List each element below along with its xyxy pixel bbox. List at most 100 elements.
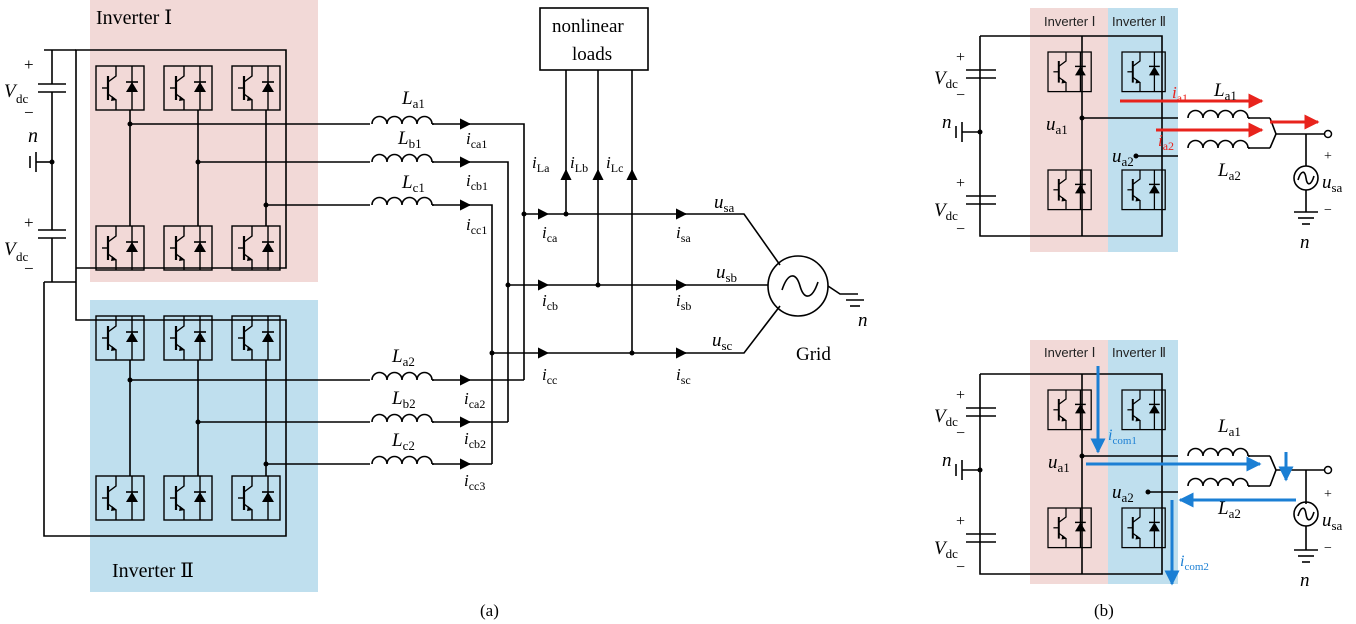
phase-current-label: icc	[542, 365, 557, 387]
inv1-header: Inverter Ⅰ	[1044, 345, 1096, 360]
plus-sign: +	[956, 175, 965, 192]
vdc-label: Vdc	[934, 538, 958, 561]
minus-sign: −	[1324, 203, 1332, 218]
minus-sign: −	[24, 103, 34, 122]
inverter1-label: Inverter Ⅰ	[96, 7, 172, 29]
output-wiring	[432, 7, 864, 470]
minus-sign: −	[956, 559, 965, 576]
current-label: ica1	[466, 129, 487, 151]
grid-label: Grid	[796, 344, 831, 365]
La1-label: La1	[1217, 416, 1241, 439]
panel-b-labels: +Vdc−n+−Vdcusa+−n+Vdc−n+−Vdcusa+−nua1ua2…	[934, 49, 1343, 591]
inductor-coil	[371, 115, 433, 125]
inductor-coil	[371, 455, 433, 465]
load-current-label: iLb	[570, 153, 588, 175]
source-current-label: isb	[676, 291, 691, 313]
component-labels: La1Lb1Lc1La2Lb2Lc2ica1icb1icc1ica2icb2ic…	[391, 88, 737, 493]
inv2-header: Inverter Ⅱ	[1112, 345, 1166, 360]
vdc-symbol: V	[4, 81, 18, 102]
vdc-subscript: dc	[16, 91, 29, 106]
inductor-coil	[371, 196, 433, 206]
inductor-label: Lb2	[391, 388, 416, 411]
minus-sign: −	[1324, 541, 1332, 556]
plus-sign: +	[24, 55, 34, 74]
ua2-label: ua2	[1112, 482, 1134, 505]
La2-label: La2	[1217, 160, 1241, 183]
panel-b: Inverter Ⅰ Inverter Ⅱ	[934, 8, 1343, 620]
source-current-label: isc	[676, 365, 691, 387]
igbt-switch	[231, 475, 281, 521]
ground-n-label: n	[1300, 570, 1310, 591]
ground-n-label: n	[1300, 232, 1310, 253]
neutral-n-label: n	[942, 450, 952, 471]
igbt-switch	[163, 315, 213, 361]
plus-sign: +	[24, 213, 34, 232]
minus-sign: −	[956, 425, 965, 442]
igbt-switch	[95, 65, 145, 111]
igbt-switch	[95, 475, 145, 521]
igbt-switch	[1047, 507, 1092, 549]
igbt-switch	[231, 315, 281, 361]
nonlinear-loads-line2: loads	[572, 44, 612, 65]
neutral-n-label: n	[28, 125, 38, 147]
igbt-switch	[163, 65, 213, 111]
ia2-label: ia2	[1158, 131, 1174, 153]
grid-voltage-label: usc	[712, 330, 733, 353]
usa-label: usa	[1322, 510, 1343, 533]
inv1-header: Inverter Ⅰ	[1044, 14, 1096, 29]
inductor-label: La2	[391, 346, 415, 369]
igbt-switch	[1121, 51, 1166, 93]
neutral-n-label: n	[942, 112, 952, 133]
current-label: icc3	[464, 471, 485, 493]
grid-neutral-n: n	[858, 310, 868, 331]
inv2-header: Inverter Ⅱ	[1112, 14, 1166, 29]
grid-voltage-label: usb	[716, 262, 737, 285]
ua1-label: ua1	[1048, 452, 1070, 475]
load-current-label: iLa	[532, 153, 550, 175]
inductor-coil	[1187, 447, 1249, 457]
plus-sign: +	[1324, 487, 1332, 502]
inductor-label: La1	[401, 88, 425, 111]
caption-a: (a)	[480, 601, 499, 620]
current-label: icc1	[466, 215, 487, 237]
current-label: icb2	[464, 429, 486, 451]
current-label: icb1	[466, 171, 488, 193]
phase-current-label: icb	[542, 291, 558, 313]
current-label: ica2	[464, 389, 485, 411]
ia1-label: ia1	[1172, 83, 1188, 105]
leg-wiring	[127, 110, 370, 476]
igbt-switch	[95, 315, 145, 361]
igbt-switch	[231, 225, 281, 271]
minus-sign: −	[956, 221, 965, 238]
inductor-label: Lc1	[401, 172, 425, 195]
minus-sign: −	[956, 87, 965, 104]
inductors	[371, 115, 434, 465]
inductor-coil	[371, 413, 433, 423]
panel-b-bottom: Inverter Ⅰ Inverter Ⅱ	[955, 340, 1333, 586]
vdc-label: Vdc	[934, 406, 958, 429]
dc-bus-a	[29, 49, 287, 537]
igbt-switch	[1121, 389, 1166, 431]
inductor-label: Lc2	[391, 430, 415, 453]
igbt-switch	[231, 65, 281, 111]
plus-sign: +	[956, 387, 965, 404]
inductor-coil	[1187, 109, 1249, 119]
vdc-symbol: V	[4, 239, 18, 260]
igbt-switch	[1121, 169, 1166, 211]
igbt-switch	[163, 225, 213, 271]
igbt-switch	[1047, 389, 1092, 431]
nonlinear-loads-line1: nonlinear	[552, 16, 624, 37]
vdc-subscript: dc	[16, 249, 29, 264]
ua1-label: ua1	[1046, 114, 1068, 137]
plus-sign: +	[956, 49, 965, 66]
usa-label: usa	[1322, 172, 1343, 195]
vdc-label: Vdc	[934, 68, 958, 91]
vdc-label: Vdc	[934, 200, 958, 223]
load-current-label: iLc	[606, 153, 623, 175]
switch-devices	[95, 65, 281, 521]
La1-label: La1	[1213, 80, 1237, 103]
phase-current-label: ica	[542, 223, 558, 245]
minus-sign: −	[24, 259, 34, 278]
igbt-switch	[95, 225, 145, 271]
inductor-coil	[371, 153, 433, 163]
